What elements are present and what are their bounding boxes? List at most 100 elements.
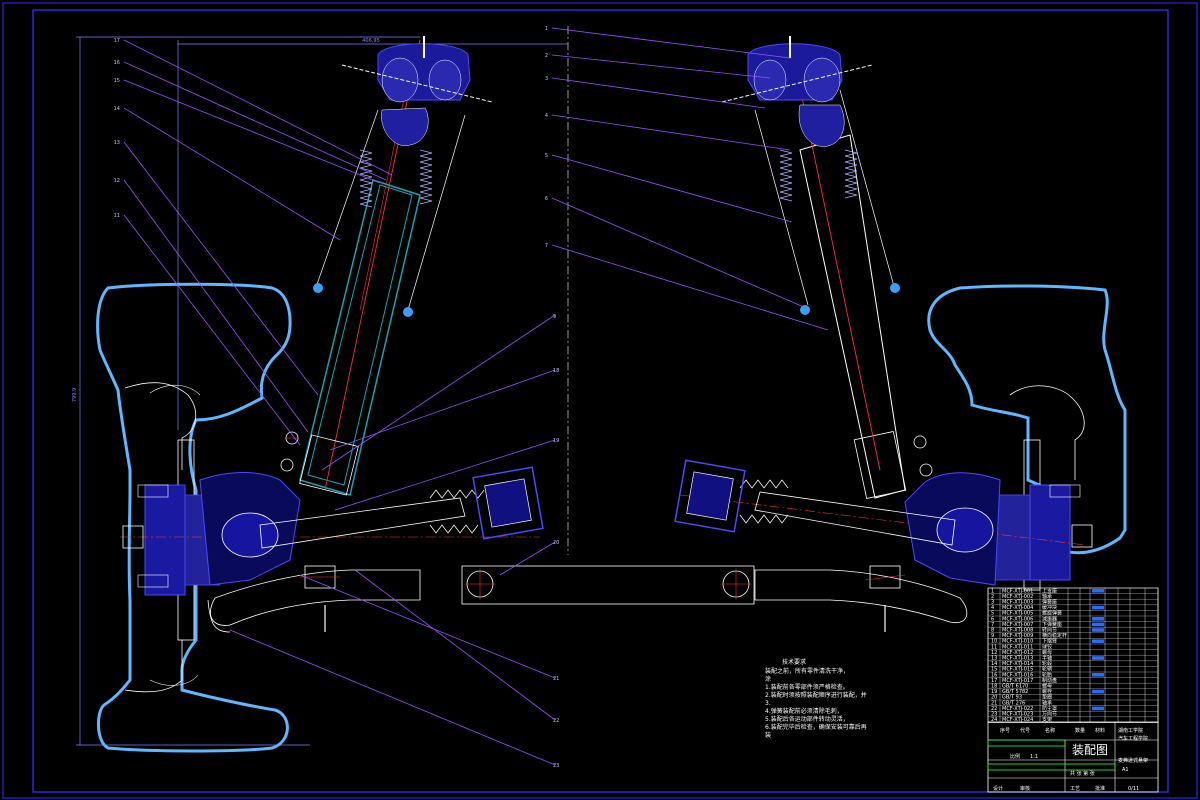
notes-line-1: 装配之前，所有零件清洗干净， xyxy=(765,667,849,675)
title-block-green-band-2 xyxy=(987,763,1116,771)
parts-list-row-no: 3 xyxy=(991,600,994,606)
parts-list-row-name: 减振器 xyxy=(1042,615,1057,622)
notes-line-3: 1.装配前各零部件须严格检查。 xyxy=(765,683,849,691)
left-spring-seat-b xyxy=(403,307,413,317)
right-strut xyxy=(721,36,933,499)
notes-line-9: 装 xyxy=(765,731,771,739)
parts-list-row-code: MCF-XTJ-012 xyxy=(1002,650,1033,656)
parts-list-row-code: MCF-XTJ-008 xyxy=(1002,628,1033,634)
title-block-drawing-no: A1 xyxy=(1122,767,1129,773)
left-arm-bend xyxy=(207,599,231,633)
parts-list-row-code: GB/T 276 xyxy=(1002,700,1025,706)
parts-list-row-code: MCF-XTJ-007 xyxy=(1002,622,1033,628)
notes-line-7: 5.装配后各运动部件转动灵活， xyxy=(765,715,849,723)
right-hub xyxy=(1029,484,1071,581)
title-block-school: 湖南工学院 xyxy=(1118,727,1143,734)
notes-heading: 技术要求 xyxy=(782,658,806,666)
left-top-rubber xyxy=(381,57,419,103)
parts-list-row-code: MCF-XTJ-001 xyxy=(1002,588,1033,594)
balloon-right-6: 6 xyxy=(545,196,548,202)
left-strut xyxy=(280,36,493,496)
right-arm-bushing xyxy=(869,565,901,589)
title-block-title: 装配图 xyxy=(1072,743,1108,757)
parts-list-material-mark xyxy=(1092,673,1104,677)
parts-list-row-name: 螺母 xyxy=(1042,683,1052,690)
parts-list-row-code: MCF-XTJ-011 xyxy=(1002,644,1033,650)
balloon-center-7: 23 xyxy=(553,763,559,769)
parts-list-row-code: MCF-XTJ-013 xyxy=(1002,656,1033,662)
parts-list-row-name: 轮辋 xyxy=(1042,666,1052,673)
parts-list-row-name: 防尘罩 xyxy=(1042,705,1057,712)
notes-line-6: 4.弹簧装配前必须清除毛刺， xyxy=(765,707,843,715)
left-top-rubber-b xyxy=(428,59,462,101)
balloon-left-4: 14 xyxy=(114,106,120,112)
title-block-department: 汽车工程学院 xyxy=(1118,735,1148,742)
parts-list-row-name: 轴承 xyxy=(1042,593,1052,600)
right-inner-cv-joint xyxy=(936,507,994,553)
balloon-right-1: 1 xyxy=(545,26,548,32)
balloon-right-3: 3 xyxy=(545,76,548,82)
balloon-center-6: 22 xyxy=(553,718,559,724)
left-spring-guide-a xyxy=(314,109,379,291)
left-bump-stop xyxy=(381,107,429,146)
right-top-rubber-b xyxy=(803,57,841,103)
right-spring-guide-a xyxy=(754,109,809,306)
parts-list-material-mark xyxy=(1092,656,1104,660)
parts-list-row-name: 下弹簧座 xyxy=(1042,621,1062,628)
parts-list-row-name: 横向稳定杆 xyxy=(1042,632,1067,639)
left-inner-cv-joint xyxy=(221,512,279,558)
notes-line-8: 6.装配完毕后检查，确保安装可靠后再 xyxy=(765,723,867,731)
dimension-left-text: 799.9 xyxy=(72,388,78,402)
balloon-left-2: 16 xyxy=(114,60,120,66)
right-outer-cv-housing xyxy=(686,471,734,521)
parts-list-row-no: 23 xyxy=(991,712,997,718)
parts-list-row-no: 6 xyxy=(991,616,994,622)
right-tire-outline xyxy=(927,284,1127,555)
balloon-right-7: 7 xyxy=(545,243,548,249)
right-rim-profile xyxy=(1009,385,1085,480)
balloons-left: 17 16 15 14 13 12 11 xyxy=(114,38,120,219)
parts-list-row-name: 支架 xyxy=(1042,716,1052,723)
left-rim-profile xyxy=(124,382,196,693)
parts-list-row-code: GB/T 6170 xyxy=(1002,684,1028,690)
balloon-left-7: 11 xyxy=(114,213,120,219)
parts-list-row-name: 下摆臂 xyxy=(1042,638,1057,645)
parts-list-material-mark xyxy=(1092,589,1104,593)
balloon-center-2: 18 xyxy=(553,368,559,374)
right-axle-centerline xyxy=(679,494,1086,546)
parts-list-row-no: 1 xyxy=(991,588,994,594)
balloon-left-5: 13 xyxy=(114,140,120,146)
left-upper-bolt xyxy=(137,484,169,498)
parts-list-row-code: MCF-XTJ-023 xyxy=(1002,712,1033,718)
left-hub-nut xyxy=(122,525,144,549)
parts-list-row-code: MCF-XTJ-015 xyxy=(1002,667,1033,673)
notes-line-4: 2.装配时须按照装配顺序进行装配，并 xyxy=(765,691,867,699)
left-spring-seat-a xyxy=(313,283,323,293)
parts-list-row-code: MCF-XTJ-006 xyxy=(1002,616,1033,622)
parts-list-row-no: 22 xyxy=(991,706,997,712)
left-suspension-assembly xyxy=(96,36,544,753)
right-drive-shaft xyxy=(754,491,956,546)
right-strut-lower-body xyxy=(853,431,907,499)
parts-list-row-no: 8 xyxy=(991,628,994,634)
parts-list-row-name: 轴承 xyxy=(1042,699,1052,706)
title-block-scale-value: 1:1 xyxy=(1030,754,1038,760)
right-bump-stop xyxy=(798,104,845,147)
parts-list-material-mark xyxy=(1092,605,1104,610)
balloon-right-4: 4 xyxy=(545,113,548,119)
title-block-header-4: 数量 xyxy=(1075,727,1085,734)
parts-list-row-code: MCF-XTJ-024 xyxy=(1002,717,1033,723)
stabilizer-bar-body xyxy=(461,565,755,605)
notes-line-2: 涂 xyxy=(765,675,771,683)
parts-list-row-no: 21 xyxy=(991,700,997,706)
right-strut-base-bolt-b xyxy=(919,463,933,477)
left-body-mount xyxy=(341,64,493,103)
title-block-designer: 设计 xyxy=(993,785,1003,792)
title-block-reviewer: 审核 xyxy=(1020,785,1030,792)
balloons-right: 1 2 3 4 5 6 7 xyxy=(545,26,548,249)
left-lower-bolt xyxy=(137,574,169,588)
left-rim-detail xyxy=(149,384,201,686)
balloon-right-5: 5 xyxy=(545,153,548,159)
